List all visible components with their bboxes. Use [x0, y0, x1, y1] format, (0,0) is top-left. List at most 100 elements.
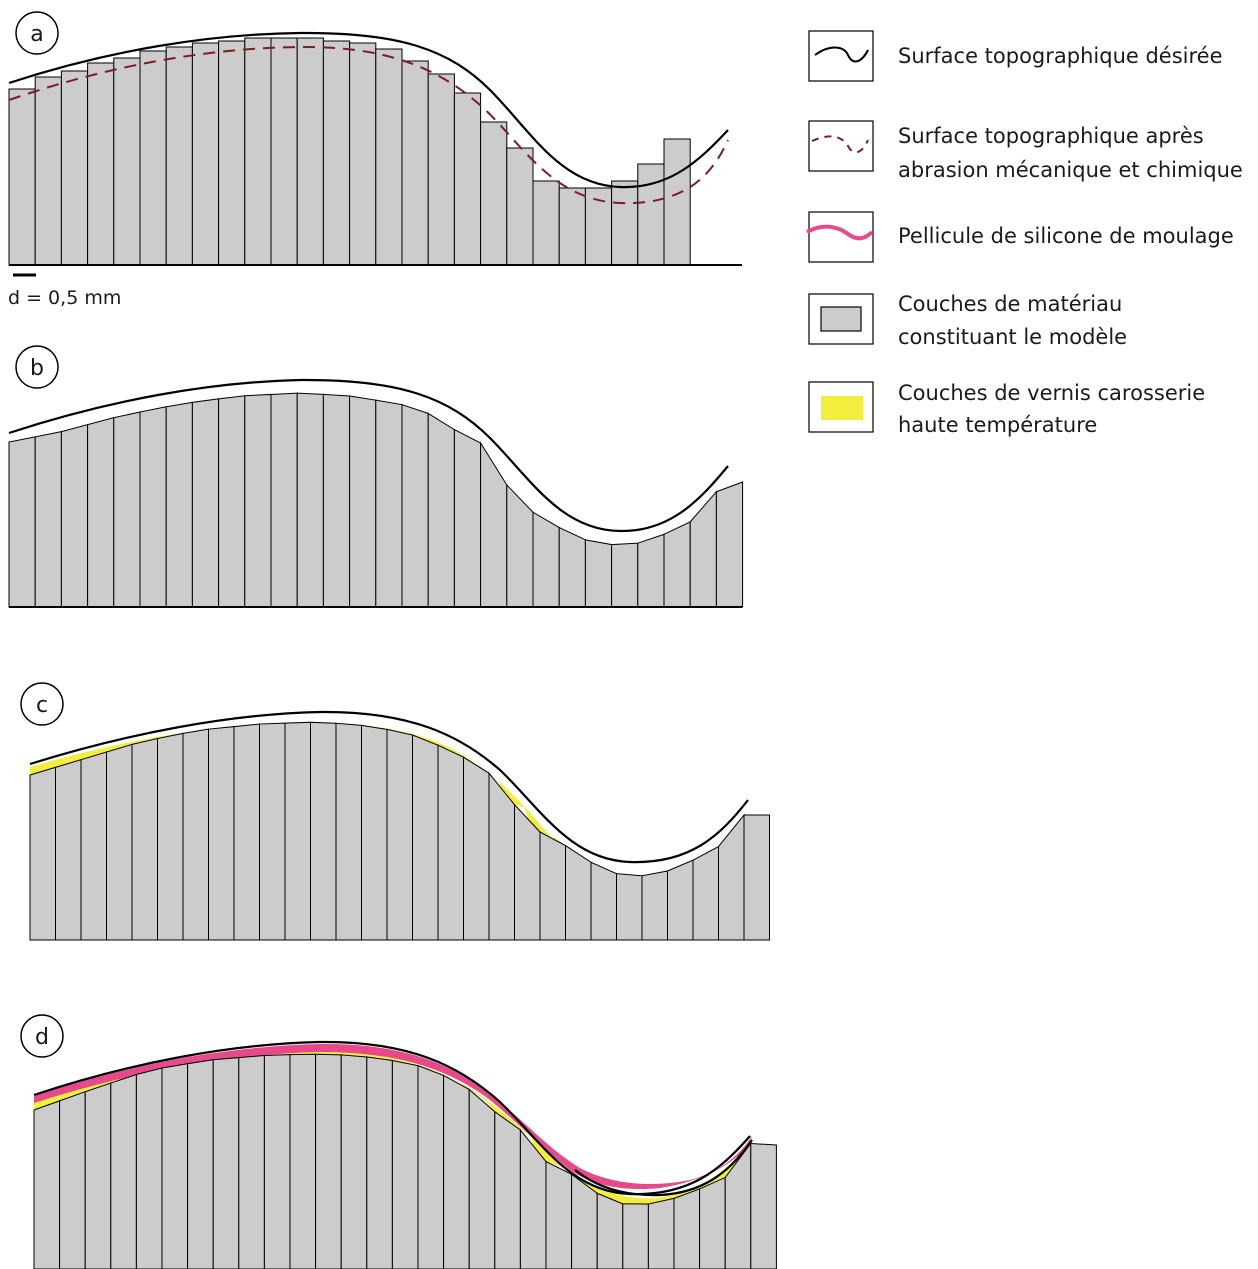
panel-d-letter: d [35, 1025, 49, 1050]
layer-column [244, 37, 272, 266]
layer-column [191, 398, 220, 608]
layer-column [296, 37, 324, 266]
layer-column [34, 76, 62, 266]
legend-silicone-label: Pellicule de silicone de moulage [898, 224, 1234, 248]
layer-column [750, 1142, 777, 1269]
layer-column [33, 1100, 61, 1269]
layer-column [113, 57, 141, 266]
layer-column [80, 751, 107, 941]
layer-column [453, 428, 482, 608]
layer-column [340, 1054, 368, 1269]
layer-column [259, 722, 286, 941]
layer-column [335, 722, 362, 941]
panel-d: d [20, 1014, 777, 1269]
layer-column [663, 521, 691, 608]
legend-varnish-label-2: haute température [898, 413, 1097, 437]
layer-column [468, 1088, 496, 1269]
legend-item-varnish: Couches de vernis carosserie haute tempé… [808, 381, 1205, 437]
legend: Surface topographique désirée Surface to… [806, 30, 1243, 437]
panel-a: a d = 0,5 mm [8, 11, 742, 309]
panel-b: b [8, 345, 744, 608]
panel-c-desired-surface [29, 710, 749, 864]
panel-a-letter-circle [15, 11, 59, 55]
layer-column [310, 721, 337, 941]
legend-item-abraded: Surface topographique après abrasion méc… [808, 120, 1243, 182]
layer-column [637, 163, 665, 266]
layer-column [270, 392, 298, 608]
layer-column [361, 724, 388, 941]
legend-desired-line-icon [814, 46, 869, 63]
layer-column [60, 70, 89, 266]
layer-column [322, 40, 351, 266]
layer-column [349, 42, 377, 266]
layer-column [663, 138, 691, 266]
layer-column [427, 73, 455, 266]
scale-label: d = 0,5 mm [8, 287, 121, 309]
legend-silicone-line-icon [806, 224, 874, 241]
layer-column [590, 861, 617, 941]
layer-column [113, 411, 141, 608]
layer-column [437, 744, 464, 941]
layer-column [375, 399, 403, 608]
layer-column [157, 732, 184, 941]
layer-column [494, 1110, 521, 1269]
layer-column [532, 511, 560, 608]
layer-column [375, 48, 403, 266]
layer-column [106, 743, 133, 941]
panel-c-letter: c [36, 693, 48, 718]
layer-column [506, 483, 534, 608]
panel-a-layers [8, 37, 742, 266]
panel-c-letter-circle [20, 682, 64, 726]
layer-column [110, 1073, 137, 1269]
panel-c-layers [29, 721, 770, 941]
layer-column [270, 37, 298, 266]
legend-swatch-desired [808, 30, 874, 82]
layer-column [34, 431, 62, 608]
layer-column [131, 737, 158, 941]
panel-d-mould-line [574, 1139, 753, 1197]
layer-column [233, 723, 260, 941]
layer-column [29, 766, 56, 941]
legend-swatch-abraded [808, 120, 874, 172]
layer-column [161, 1063, 189, 1269]
layer-column [506, 147, 534, 266]
panel-b-letter-circle [15, 345, 59, 389]
layer-column [135, 1067, 163, 1269]
layer-column [8, 436, 36, 608]
layer-column [673, 1188, 701, 1269]
layer-column [565, 844, 592, 941]
layer-column [647, 1197, 675, 1269]
layer-column [532, 180, 560, 266]
layer-column [191, 42, 220, 266]
layer-column [182, 728, 209, 941]
layer-column [238, 1054, 265, 1269]
panel-d-layers [33, 1053, 777, 1269]
layer-column [366, 1056, 393, 1269]
layer-column [611, 180, 639, 266]
legend-varnish-label-1: Couches de vernis carosserie [898, 381, 1205, 405]
layer-column [596, 1192, 624, 1269]
legend-abraded-label-1: Surface topographique après [898, 124, 1204, 148]
layer-column [386, 728, 413, 941]
layer-column [401, 403, 429, 608]
layer-column [443, 1074, 470, 1269]
layer-column [539, 831, 566, 941]
layer-column [84, 1082, 112, 1269]
panel-b-letter: b [30, 356, 44, 381]
layer-column [412, 734, 439, 941]
layer-column [480, 441, 508, 608]
layer-column [718, 813, 745, 941]
panel-a-letter: a [30, 22, 43, 47]
legend-item-silicone: Pellicule de silicone de moulage [806, 211, 1234, 263]
layer-column [667, 859, 694, 941]
legend-abraded-label-2: abrasion mécanique et chimique [898, 158, 1243, 182]
layer-column [263, 1054, 291, 1269]
layer-column [139, 406, 167, 608]
panel-b-desired-surface [8, 378, 729, 533]
layer-column [558, 526, 586, 608]
panel-a-abraded-surface [8, 45, 729, 205]
layer-column [391, 1059, 419, 1269]
layer-column [187, 1059, 214, 1269]
layer-column [165, 401, 193, 608]
